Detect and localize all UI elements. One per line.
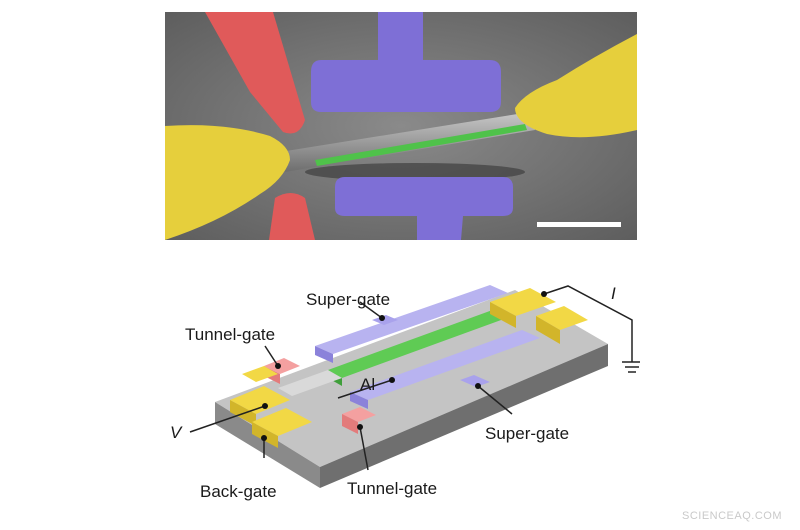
leader-tunnel-gate-bottom bbox=[359, 426, 369, 471]
sem-contact-left bbox=[165, 125, 290, 240]
sem-tunnel-gate-top bbox=[205, 12, 305, 134]
contact-dot-tunnel-gate-bottom bbox=[357, 424, 363, 430]
contact-right-top bbox=[490, 288, 556, 316]
substrate-front bbox=[215, 402, 320, 488]
sem-super-gate-top bbox=[311, 12, 501, 112]
leader-tunnel-gate-top bbox=[264, 345, 279, 367]
al-nanowire-top bbox=[328, 308, 512, 378]
label-super-gate-bottom: Super-gate bbox=[485, 424, 570, 443]
nanowire-shadow bbox=[305, 163, 525, 181]
watermark: SCIENCEAQ.COM bbox=[681, 510, 782, 522]
contact-dot-back-gate bbox=[261, 435, 267, 441]
super-gate-back-tab bbox=[372, 315, 398, 325]
super-gate-back-top bbox=[315, 285, 508, 354]
label-v: V bbox=[170, 423, 182, 442]
contact-dot-tunnel-gate-top bbox=[275, 363, 281, 369]
label-i: I bbox=[611, 284, 616, 303]
label-tunnel-gate-bottom: Tunnel-gate bbox=[347, 479, 438, 498]
tunnel-gate-bottom-front bbox=[342, 414, 358, 434]
leader-super-gate-bottom bbox=[477, 385, 513, 415]
leader-super-gate-top bbox=[359, 301, 383, 319]
sem-al-shell bbox=[315, 124, 527, 166]
super-gate-back-front bbox=[315, 346, 333, 363]
label-super-gate-top: Super-gate bbox=[306, 290, 391, 309]
sem-super-gate-bottom bbox=[335, 177, 513, 240]
contact-left-lower-front bbox=[252, 422, 278, 448]
label-al: Al bbox=[360, 375, 376, 394]
super-gate-front-top bbox=[350, 330, 540, 400]
sem-contact-right bbox=[515, 34, 637, 138]
leader-al bbox=[337, 379, 393, 399]
super-gate-front-front bbox=[350, 392, 368, 409]
contact-left-lower-top bbox=[252, 408, 312, 436]
contact-dot-al bbox=[389, 377, 395, 383]
contact-dot-current bbox=[541, 291, 547, 297]
sem-micrograph bbox=[165, 12, 637, 240]
current-wire bbox=[543, 285, 633, 362]
contact-right-lower-front bbox=[536, 316, 560, 344]
tunnel-gate-top-block bbox=[264, 358, 300, 374]
contact-left-pad bbox=[242, 366, 278, 382]
label-back-gate: Back-gate bbox=[200, 482, 277, 501]
contact-left-top bbox=[230, 386, 290, 414]
contact-right-lower-top bbox=[536, 306, 588, 330]
contact-right-front bbox=[490, 302, 516, 328]
nanowire-left-end bbox=[278, 370, 342, 396]
contact-dot-super-gate-bottom bbox=[475, 383, 481, 389]
contact-dot-super-gate-top bbox=[379, 315, 385, 321]
sem-tunnel-gate-bottom bbox=[269, 193, 315, 240]
leader-v bbox=[189, 405, 266, 433]
device-schematic bbox=[189, 285, 640, 488]
label-tunnel-gate-top: Tunnel-gate bbox=[185, 325, 276, 344]
scale-bar bbox=[537, 222, 621, 227]
super-gate-front-tab bbox=[460, 375, 490, 387]
substrate-side bbox=[320, 344, 608, 488]
contact-dot-v bbox=[262, 403, 268, 409]
